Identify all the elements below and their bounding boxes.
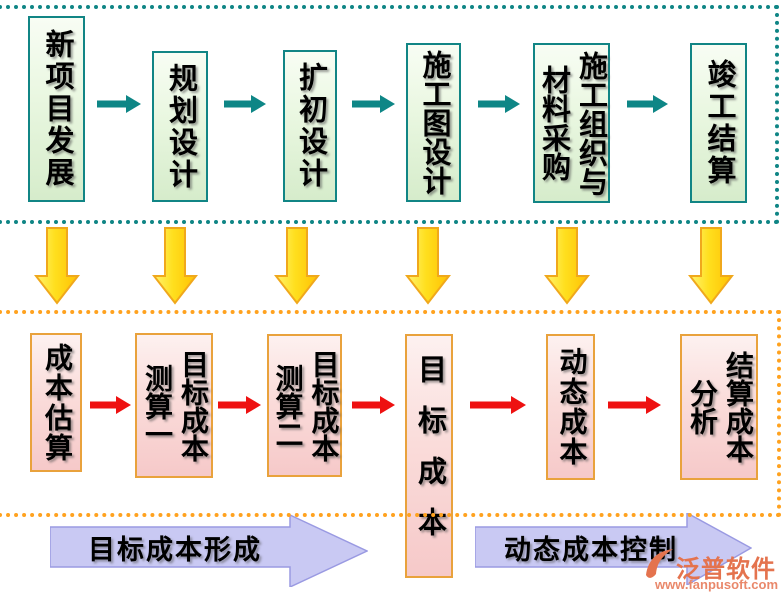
- watermark-url-text: www.fanpusoft.com: [655, 577, 779, 592]
- stage-box-label: 规划设计: [164, 62, 197, 191]
- cost-box-target-calc-2: 目标成本测算二: [267, 334, 342, 477]
- stage-down-arrow-icon: [544, 227, 590, 305]
- stage-box-planning-design: 规划设计: [152, 51, 208, 202]
- dynamic-cost-control-label: 动态成本控制: [504, 535, 678, 565]
- cost-arrow-right-icon: [90, 396, 131, 414]
- cost-box-target-calc-1: 目标成本测算一: [135, 333, 213, 478]
- watermark-brand-text: 泛普软件: [676, 556, 776, 583]
- target-cost-formation-banner-arrow: [50, 513, 368, 587]
- stage-box-label: 竣工结算: [703, 59, 735, 187]
- cost-box-dynamic-cost: 动态成本: [546, 334, 595, 480]
- cost-box-label: 目标成本: [413, 354, 446, 558]
- cost-box-label: 动态成本: [555, 347, 587, 467]
- flow-arrow-right-icon: [352, 95, 395, 113]
- dynamic-cost-control-banner-arrow: [475, 513, 752, 585]
- stage-box-label: 新项目发展: [41, 29, 73, 189]
- cost-arrow-right-icon: [352, 396, 395, 414]
- stage-down-arrow-icon: [34, 227, 80, 305]
- stage-box-preliminary-design: 扩初设计: [283, 50, 337, 202]
- cost-arrow-right-icon: [218, 396, 261, 414]
- stage-down-arrow-icon: [688, 227, 734, 305]
- stage-box-label: 扩初设计: [294, 62, 327, 190]
- cost-box-label: 目标成本测算一: [141, 349, 208, 462]
- cost-box-label: 结算成本分析: [686, 351, 753, 463]
- stage-box-completion-settlement: 竣工结算: [690, 43, 747, 203]
- cost-box-estimate: 成本估算: [30, 333, 82, 472]
- design-phase-frame: [0, 5, 779, 224]
- flow-arrow-right-icon: [224, 95, 266, 113]
- cost-box-label: 成本估算: [41, 342, 72, 463]
- stage-box-new-project: 新项目发展: [28, 16, 85, 202]
- watermark-logo-icon: [646, 549, 673, 578]
- target-cost-formation-label: 目标成本形成: [88, 535, 262, 565]
- flow-arrow-right-icon: [478, 95, 520, 113]
- flow-arrow-right-icon: [627, 95, 668, 113]
- cost-box-target-cost: 目标成本: [405, 334, 453, 578]
- cost-box-settlement-analysis: 结算成本分析: [680, 334, 758, 480]
- cost-arrow-right-icon: [470, 396, 526, 414]
- stage-down-arrow-icon: [274, 227, 320, 305]
- cost-box-label: 目标成本测算二: [271, 349, 339, 462]
- stage-box-construction-procurement: 施工组织与材料采购: [533, 43, 610, 203]
- flow-arrow-right-icon: [97, 95, 141, 113]
- stage-box-label: 施工组织与材料采购: [537, 50, 607, 196]
- stage-box-construction-drawing: 施工图设计: [406, 43, 461, 202]
- stage-box-label: 施工图设计: [418, 50, 450, 195]
- stage-down-arrow-icon: [405, 227, 451, 305]
- cost-arrow-right-icon: [608, 396, 661, 414]
- stage-down-arrow-icon: [152, 227, 198, 305]
